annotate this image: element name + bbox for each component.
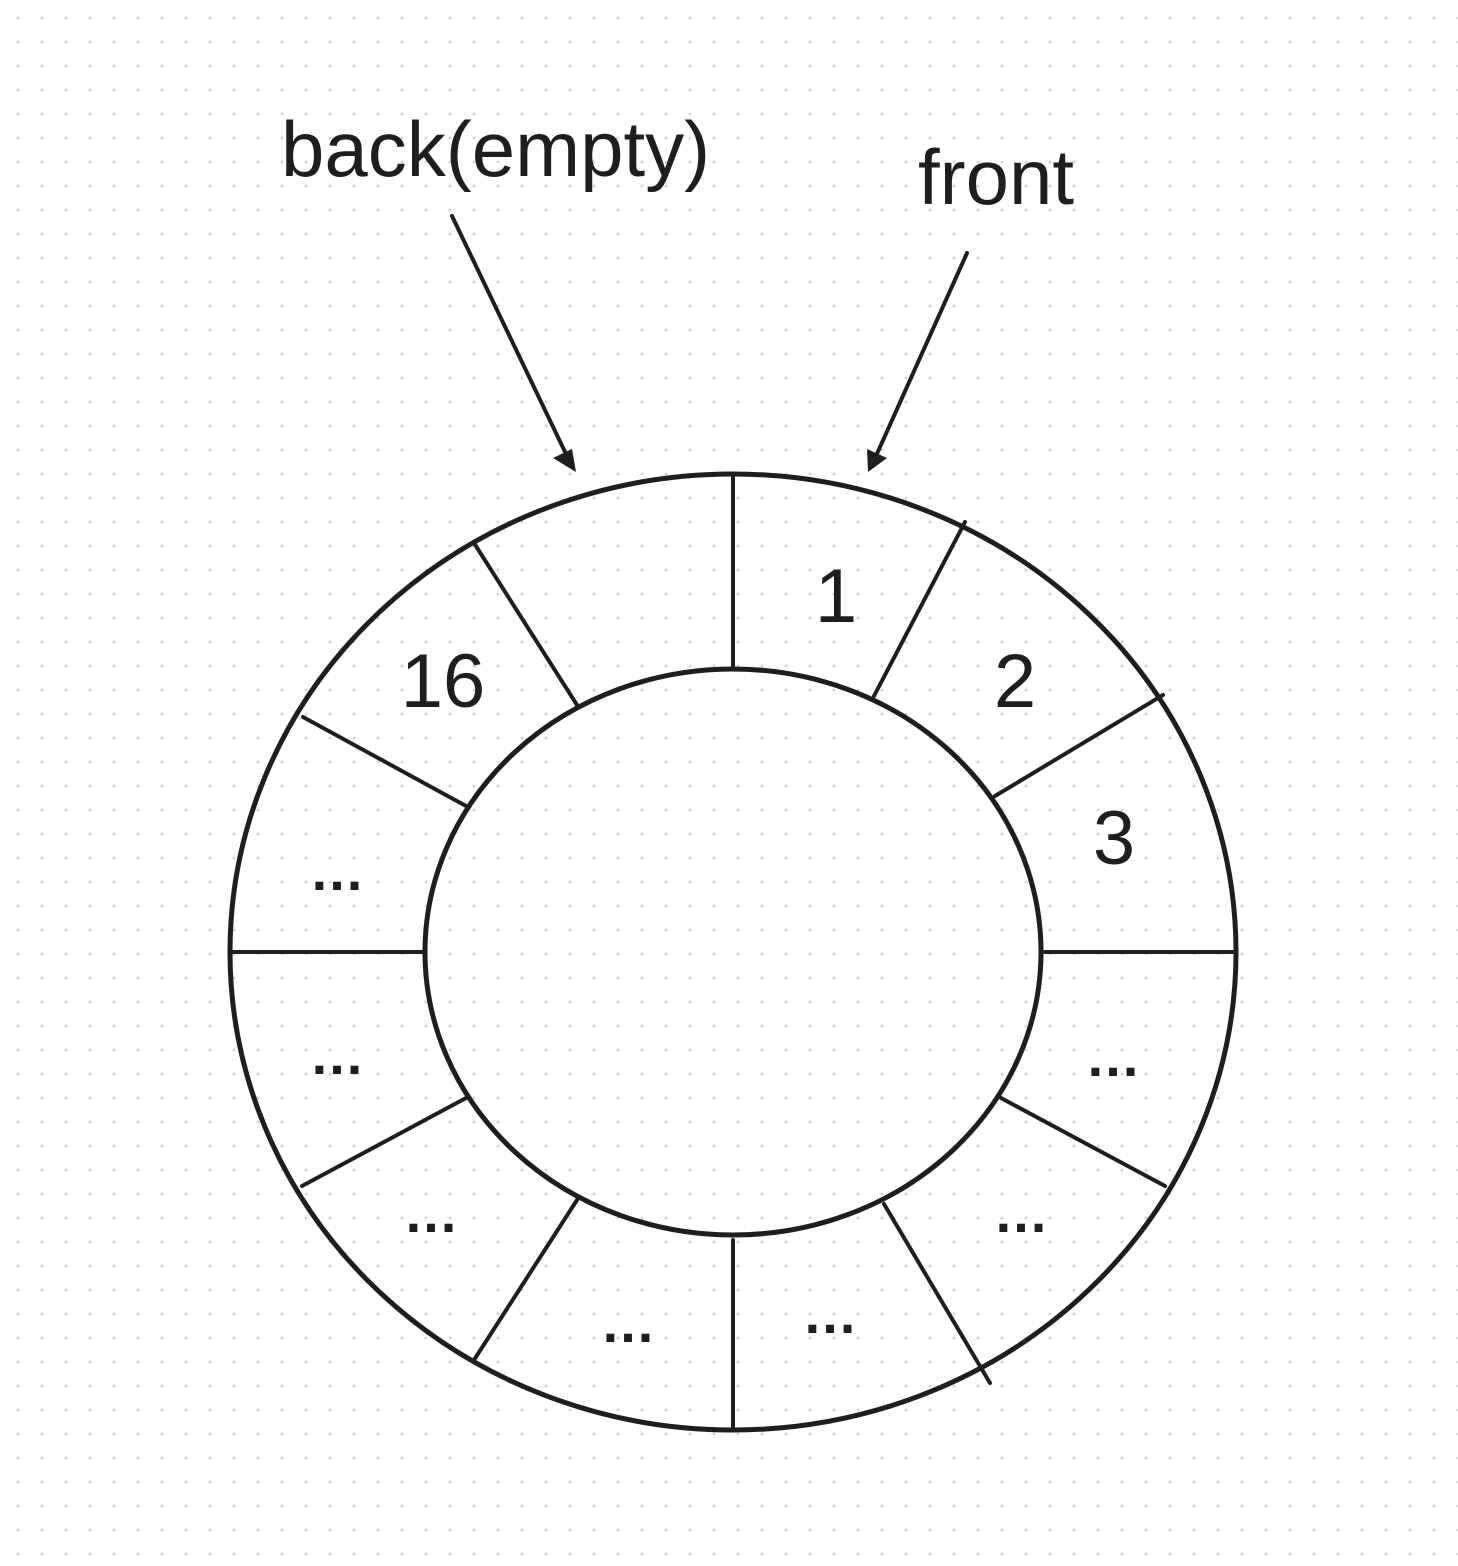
slot-label: ... <box>996 1181 1049 1244</box>
slot-label: ... <box>603 1291 656 1354</box>
slot-divider <box>472 1198 579 1362</box>
slot-divider <box>993 693 1165 798</box>
back-arrowhead-icon <box>553 449 576 472</box>
slot-label: 16 <box>401 639 486 724</box>
slot-label: ... <box>406 1181 459 1244</box>
slot-labels: 1 2 3 ... ... ... ... ... ... ... 16 <box>312 554 1141 1354</box>
front-pointer-arrow <box>874 251 969 458</box>
slot-label: ... <box>805 1282 858 1345</box>
slot-label: ... <box>1088 1025 1141 1088</box>
slot-divider <box>872 520 967 698</box>
slot-divider <box>301 715 468 808</box>
slot-divider <box>472 541 579 707</box>
front-arrowhead-icon <box>867 449 887 472</box>
slot-divider <box>300 1096 468 1188</box>
back-pointer-arrow <box>450 214 569 458</box>
slot-label: ... <box>312 1023 365 1086</box>
inner-ring <box>422 666 1044 1238</box>
slot-divider <box>882 1202 992 1385</box>
slot-label: 1 <box>815 554 857 639</box>
slot-label: 2 <box>994 639 1036 724</box>
back-pointer-label: back(empty) <box>281 105 710 193</box>
slot-label: 3 <box>1093 796 1135 881</box>
slot-label: ... <box>312 839 365 902</box>
slot-dividers <box>231 472 1235 1429</box>
front-pointer-label: front <box>918 133 1074 221</box>
slot-divider <box>999 1096 1167 1188</box>
